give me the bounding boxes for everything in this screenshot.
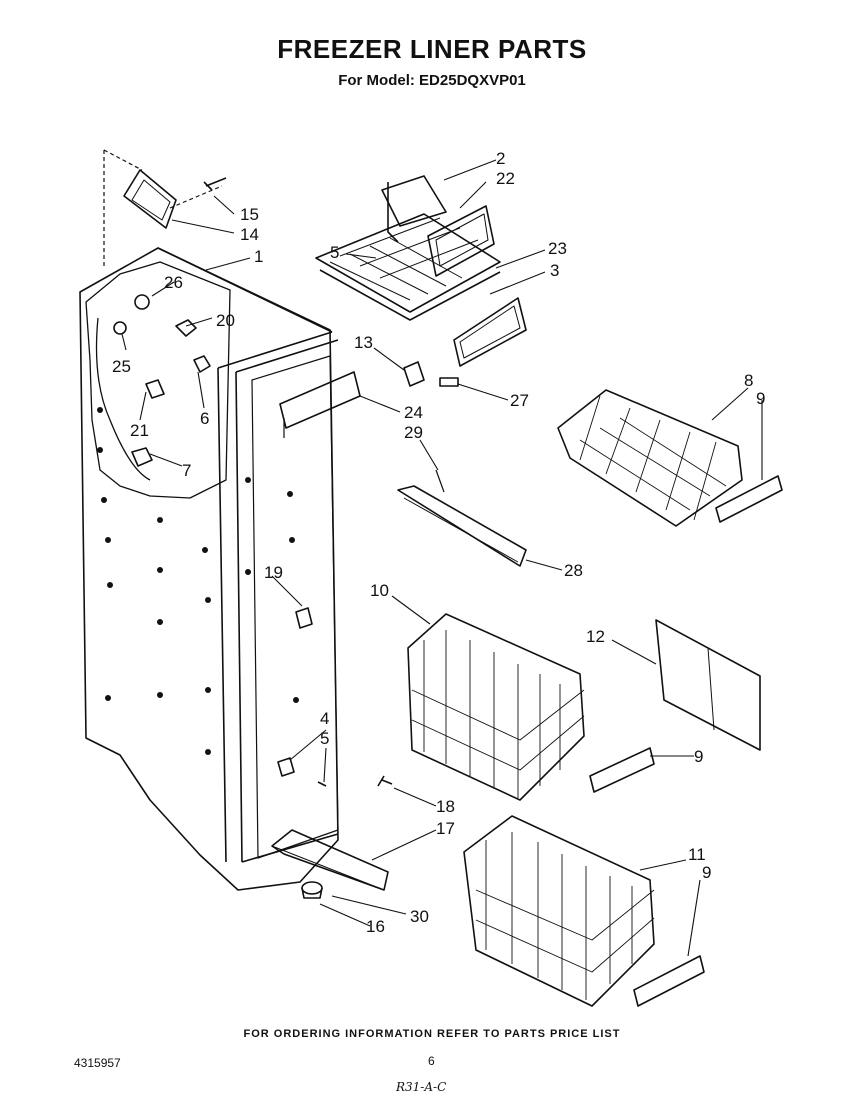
- callout-25: 25: [112, 357, 131, 376]
- middle-basket-part-10: [407, 613, 585, 801]
- callout-5-bracket: 5: [320, 729, 329, 748]
- callout-15: 15: [240, 205, 259, 224]
- basket-rail-part-28: [397, 469, 527, 567]
- callout-13: 13: [354, 333, 373, 352]
- screw-part-18: [377, 775, 393, 787]
- leader-lines: [121, 159, 763, 957]
- lower-basket-part-11: [463, 815, 655, 1007]
- callout-26: 26: [164, 273, 183, 292]
- callout-20: 20: [216, 311, 235, 330]
- screw-part-15: [203, 177, 227, 191]
- clip-part-19: [295, 607, 313, 629]
- document-number: 4315957: [74, 1056, 121, 1070]
- callout-7: 7: [182, 461, 191, 480]
- callout-4: 4: [320, 709, 329, 728]
- basket-trim-part-9-middle: [589, 747, 655, 793]
- callout-24: 24: [404, 403, 423, 422]
- basket-trim-part-9-upper: [715, 475, 783, 523]
- handwritten-note: R31-A-C: [396, 1080, 447, 1094]
- callout-1: 1: [254, 247, 263, 266]
- page-title: FREEZER LINER PARTS: [277, 34, 587, 64]
- ice-shelf-assembly: [315, 175, 527, 367]
- freezer-liner-drawing: [79, 149, 339, 891]
- callout-17: 17: [436, 819, 455, 838]
- callout-9-lower: 9: [702, 863, 711, 882]
- ordering-note: FOR ORDERING INFORMATION REFER TO PARTS …: [243, 1028, 621, 1040]
- shelf-support-part-24: [279, 371, 361, 438]
- liner-mounting-holes: [97, 407, 299, 755]
- callout-10: 10: [370, 581, 389, 600]
- callout-6: 6: [200, 409, 209, 428]
- upper-basket-part-8: [557, 389, 743, 527]
- basket-trim-part-9-lower: [633, 955, 705, 1007]
- callout-27: 27: [510, 391, 529, 410]
- cover-part-17: [271, 829, 389, 891]
- callout-19: 19: [264, 563, 283, 582]
- callout-16: 16: [366, 917, 385, 936]
- callout-28: 28: [564, 561, 583, 580]
- callout-12: 12: [586, 627, 605, 646]
- callout-23: 23: [548, 239, 567, 258]
- callout-14: 14: [240, 225, 259, 244]
- callout-9-upper: 9: [756, 389, 765, 408]
- callout-29: 29: [404, 423, 423, 442]
- evaporator-components: [113, 294, 211, 467]
- callout-18: 18: [436, 797, 455, 816]
- liner-handle-part-14: [123, 169, 177, 229]
- callout-11: 11: [688, 845, 706, 864]
- callout-3: 3: [550, 261, 559, 280]
- page-number: 6: [428, 1054, 435, 1068]
- callout-22: 22: [496, 169, 515, 188]
- divider-panel-part-12: [655, 619, 761, 751]
- cap-part-30: [301, 881, 323, 899]
- callout-2: 2: [496, 149, 505, 168]
- callout-30: 30: [410, 907, 429, 926]
- callout-labels: 1 2 3 4 5 5 6 7 8 9 9 9 10 11 12 13 14 1…: [112, 149, 765, 936]
- callout-5-shelf: 5: [330, 243, 339, 262]
- clip-part-13: [403, 361, 459, 387]
- bracket-part-4: [277, 757, 327, 787]
- callout-9-middle: 9: [694, 747, 703, 766]
- callout-21: 21: [130, 421, 149, 440]
- callout-8: 8: [744, 371, 753, 390]
- model-subtitle: For Model: ED25DQXVP01: [338, 72, 526, 89]
